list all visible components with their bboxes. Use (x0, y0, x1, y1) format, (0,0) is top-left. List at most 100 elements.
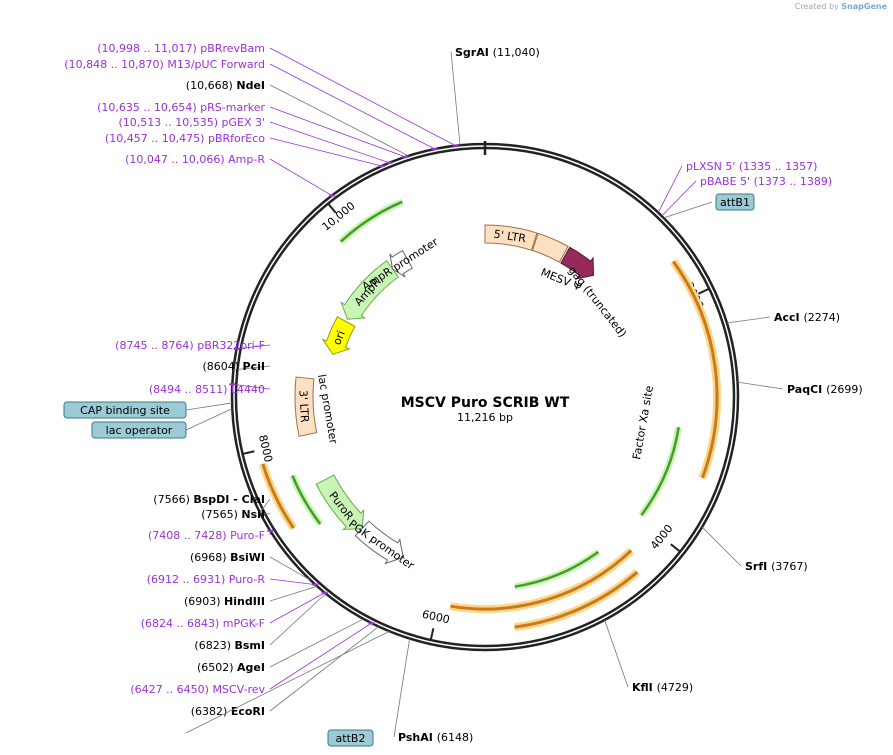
callout-line (269, 618, 364, 668)
primer-label: (10,513 .. 10,535) pGEX 3' (118, 116, 265, 129)
feature-3-ltr (294, 376, 318, 437)
feature-box-label: attB2 (336, 732, 366, 745)
feature-5-ltr (484, 224, 538, 251)
enzyme-label: (7565) NsiI (201, 508, 265, 521)
enzyme-label: (10,668) NdeI (186, 79, 265, 92)
callout-line (393, 638, 411, 738)
callout-line (663, 201, 713, 219)
gag-label: gag (truncated) (566, 264, 629, 340)
callout-line (236, 344, 271, 350)
backbone-ring (230, 141, 740, 652)
green-feature-glow (638, 426, 683, 518)
primer-label: (10,635 .. 10,654) pRS-marker (97, 101, 265, 114)
callout-line (185, 630, 390, 734)
callout-layer: (10,998 .. 11,017) pBRrevBam (10,848 .. 1… (63, 42, 863, 747)
callout-line (269, 592, 325, 624)
enzyme-label: SrfI (3767) (745, 560, 808, 573)
callout-line (269, 158, 333, 196)
feature-box-lac-operator (91, 421, 187, 439)
orange-feature-arc (672, 260, 719, 479)
enzyme-label: (6823) BsmI (194, 639, 265, 652)
callout-line (185, 402, 233, 411)
green-feature-arc (339, 200, 403, 243)
callout-line (269, 63, 435, 150)
snapgene-credit: Created by SnapGene (795, 2, 887, 11)
tick-label: 4000 (648, 522, 676, 552)
callout-line (269, 622, 372, 690)
callout-line (737, 381, 784, 390)
callout-line (269, 84, 409, 157)
enzyme-label: (7566) BspDI - ClaI (153, 493, 265, 506)
tick-mark (242, 450, 255, 455)
green-feature-arc (640, 426, 680, 516)
callout-line (269, 585, 318, 602)
callout-line (269, 626, 379, 712)
enzyme-label: (6502) AgeI (197, 661, 265, 674)
primer-label: pBABE 5' (1373 .. 1389) (700, 175, 832, 188)
green-feature-arc (291, 475, 322, 525)
enzyme-label: SgrAI (11,040) (455, 46, 540, 59)
feature-box-cap-binding-site (63, 401, 187, 419)
callout-line (185, 408, 233, 431)
feature-box-label: CAP binding site (80, 404, 170, 417)
orange-feature-arc (450, 549, 633, 611)
enzyme-label: PshAI (6148) (398, 731, 473, 744)
primer-label: (8494 .. 8511) L4440 (149, 383, 265, 396)
feature-gag (560, 246, 594, 280)
callout-line (259, 498, 271, 513)
feature-label: 5' LTR (493, 228, 527, 246)
factor-xa-label: Factor Xa site (630, 384, 656, 460)
feature-box-attb1 (715, 193, 755, 211)
feature-puror (315, 474, 365, 531)
orange-feature-arc (514, 570, 639, 629)
orange-feature-arc (261, 463, 295, 529)
feature-label: AmpR promoter (360, 235, 441, 293)
tick-mark (670, 543, 681, 553)
tick-label: 6000 (421, 608, 451, 627)
callout-line (269, 593, 327, 646)
snapgene-logo-text: SnapGene (841, 2, 887, 11)
primer-label: (6912 .. 6931) Puro-R (147, 573, 266, 586)
primer-label: (7408 .. 7428) Puro-F (148, 529, 265, 542)
enzyme-label: (8604) PciI (202, 360, 265, 373)
primer-label: (10,998 .. 11,017) pBRrevBam (97, 42, 265, 55)
primer-label: (6824 .. 6843) mPGK-F (141, 617, 265, 630)
plasmid-name: MSCV Puro SCRIB WT (401, 395, 570, 411)
enzyme-label: (6903) HindIII (184, 595, 265, 608)
enzyme-label: (6382) EcoRI (191, 705, 265, 718)
enzyme-label: (6968) BsiWI (190, 551, 265, 564)
tick-mark (327, 202, 337, 214)
callout-line (450, 51, 461, 146)
primer-label: (10,457 .. 10,475) pBRforEco (105, 132, 265, 145)
feature-ltr (531, 232, 569, 263)
feature-ampr (340, 260, 400, 320)
callout-line (701, 526, 742, 567)
plasmid-size: 11,216 bp (457, 411, 513, 424)
tick-mark (429, 628, 435, 641)
callout-line (232, 383, 271, 390)
callout-line (269, 106, 406, 158)
primer-label: (10,047 .. 10,066) Amp-R (125, 153, 265, 166)
callout-line (269, 121, 390, 164)
callout-line (269, 578, 316, 585)
tick-label: 8000 (256, 433, 275, 463)
green-feature-arc (514, 550, 600, 588)
feature-box-label: lac operator (106, 424, 173, 437)
enzyme-label: KflI (4729) (632, 681, 693, 694)
callout-line (657, 165, 683, 213)
credit-prefix: Created by (794, 2, 839, 11)
callout-line (233, 365, 271, 371)
feature-pgk-promoter (354, 520, 404, 565)
feature-label: ori (330, 329, 347, 347)
callout-line (269, 137, 382, 167)
feature-ampr-promoter (389, 249, 414, 278)
primer-label: (6427 .. 6450) MSCV-rev (130, 683, 265, 696)
feature-box-label: attB1 (720, 196, 750, 209)
primer-label: pLXSN 5' (1335 .. 1357) (686, 160, 817, 173)
primer-label: (10,848 .. 10,870) M13/pUC Forward (64, 58, 265, 71)
feature-box-attb2 (327, 729, 374, 747)
callout-line (726, 316, 771, 324)
callout-line (604, 619, 629, 688)
